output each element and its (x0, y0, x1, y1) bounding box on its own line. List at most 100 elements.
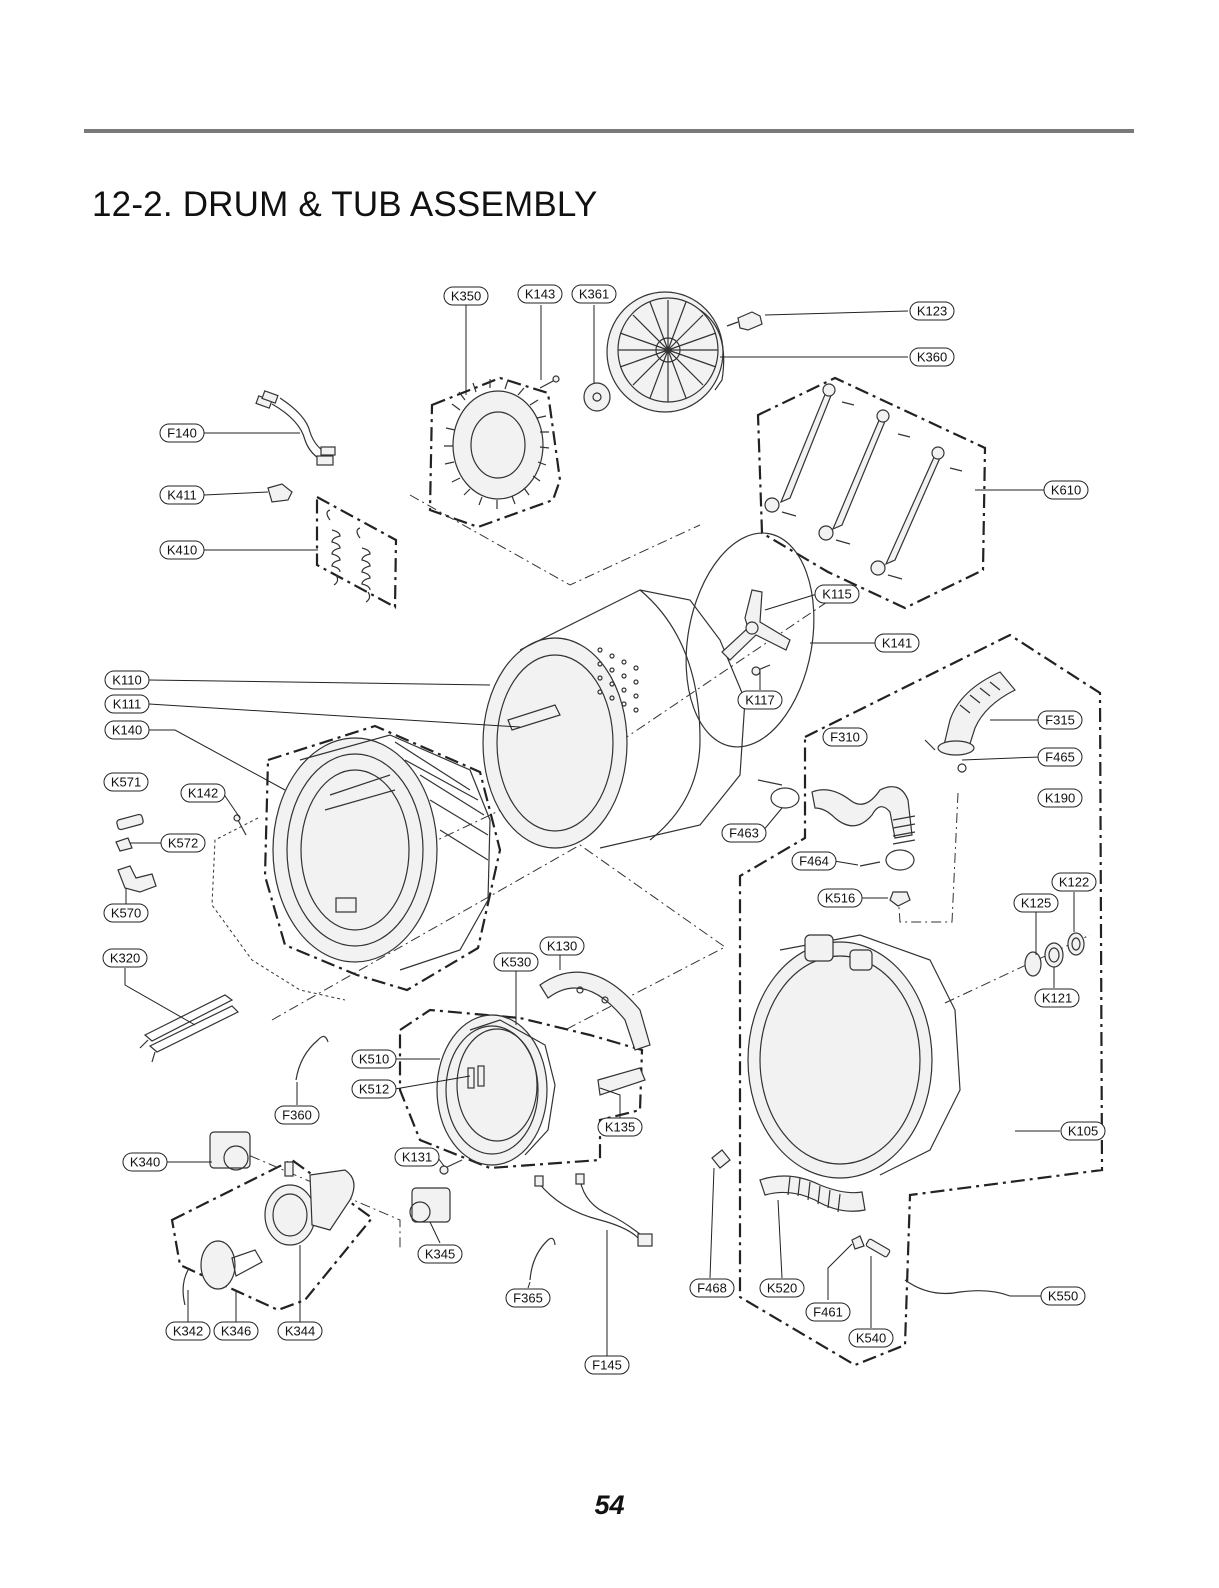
callout-frame (159, 485, 205, 505)
callout-k125: K125 (1013, 893, 1059, 913)
heater-part (139, 994, 240, 1063)
callout-k130: K130 (539, 936, 585, 956)
callout-text: K350 (451, 289, 481, 304)
header-rule (84, 129, 1134, 133)
callout-frame (122, 1152, 168, 1172)
stator-part (444, 379, 550, 509)
page-number: 54 (594, 1490, 625, 1520)
callout-frame (805, 1302, 851, 1322)
callout-frame (1060, 1121, 1106, 1141)
spider-bolt-part (751, 664, 771, 676)
callout-text: K340 (130, 1155, 160, 1170)
callout-text: K410 (167, 543, 197, 558)
callout-frame (104, 720, 150, 740)
callout-text: K570 (111, 906, 141, 921)
hanger-springs-part (326, 509, 371, 603)
callout-text: F315 (1045, 713, 1075, 728)
callout-text: K571 (111, 775, 141, 790)
callout-text: K142 (188, 786, 218, 801)
callout-text: K117 (745, 693, 774, 708)
callout-k570: K570 (103, 903, 149, 923)
sensor-wire-k550-part (904, 1279, 1011, 1297)
callout-k350: K350 (443, 286, 489, 306)
callout-text: K115 (822, 587, 851, 602)
callout-k571: K571 (103, 772, 149, 792)
callout-f140: F140 (159, 423, 205, 443)
callout-frame (505, 1288, 551, 1308)
callout-text: K516 (825, 891, 855, 906)
callout-frame (1037, 710, 1083, 730)
callout-text: F310 (830, 730, 860, 745)
callout-frame (814, 584, 860, 604)
callout-k111: K111 (104, 694, 150, 714)
callout-frame (103, 772, 149, 792)
callout-frame (848, 1328, 894, 1348)
callout-k344: K344 (277, 1321, 323, 1341)
callout-k572: K572 (160, 833, 206, 853)
callout-k115: K115 (814, 584, 860, 604)
callout-text: K361 (579, 287, 609, 302)
callout-text: K320 (110, 951, 140, 966)
callout-k512: K512 (351, 1079, 397, 1099)
rotor-part (606, 291, 725, 413)
callout-k610: K610 (1043, 480, 1089, 500)
callout-frame (539, 936, 585, 956)
callout-frame (689, 1278, 735, 1298)
callout-text: K344 (285, 1324, 315, 1339)
callout-frame (165, 1321, 211, 1341)
callout-frame (274, 1105, 320, 1125)
callout-frame (874, 633, 920, 653)
callout-frame (571, 284, 617, 304)
callout-k121: K121 (1034, 988, 1080, 1008)
callout-frame (102, 948, 148, 968)
wire-f365-part (529, 1237, 556, 1281)
callout-k410: K410 (159, 540, 205, 560)
callout-frame (160, 833, 206, 853)
callout-text: K360 (917, 350, 947, 365)
callout-text: F464 (799, 854, 829, 869)
callout-k320: K320 (102, 948, 148, 968)
drain-pump-part (209, 1131, 355, 1246)
callout-k550: K550 (1040, 1286, 1086, 1306)
callout-f360: F360 (274, 1105, 320, 1125)
clip-f465-part (924, 739, 967, 773)
callout-frame (159, 540, 205, 560)
callout-frame (351, 1049, 397, 1069)
callout-k141: K141 (874, 633, 920, 653)
callout-frame (493, 952, 539, 972)
pump-motor-k345-part (409, 1187, 451, 1223)
callout-frame (213, 1321, 259, 1341)
connector-k411-part (267, 483, 293, 503)
callout-text: K550 (1048, 1289, 1078, 1304)
tub-bolt-line (271, 844, 726, 1031)
callout-frame (443, 286, 489, 306)
callout-k117: K117 (737, 690, 783, 710)
callout-k110: K110 (104, 670, 150, 690)
drain-fitting-k571-part (116, 813, 144, 831)
page-title: 12-2. DRUM & TUB ASSEMBLY (92, 185, 598, 225)
callout-k340: K340 (122, 1152, 168, 1172)
front-tub-part (272, 734, 491, 971)
callout-text: F365 (513, 1291, 543, 1306)
callout-text: K346 (221, 1324, 251, 1339)
callout-frame (584, 1355, 630, 1375)
callout-frame (394, 1147, 440, 1167)
callout-text: K123 (917, 304, 947, 319)
callout-text: K345 (425, 1247, 455, 1262)
callout-text: K540 (856, 1331, 886, 1346)
callout-text: F468 (697, 1281, 727, 1296)
callout-text: K110 (112, 673, 141, 688)
callout-text: K105 (1068, 1124, 1098, 1139)
balance-weight-lower-part (597, 1067, 646, 1096)
callout-frame (791, 851, 837, 871)
callout-frame (1034, 988, 1080, 1008)
callout-text: K530 (501, 955, 531, 970)
callout-f461: F461 (805, 1302, 851, 1322)
wire-harness-f140-part (255, 390, 336, 466)
callout-frame (159, 423, 205, 443)
clamp-f461-part (851, 1235, 865, 1250)
callout-k361: K361 (571, 284, 617, 304)
bearing-axis-line (944, 934, 1091, 1004)
